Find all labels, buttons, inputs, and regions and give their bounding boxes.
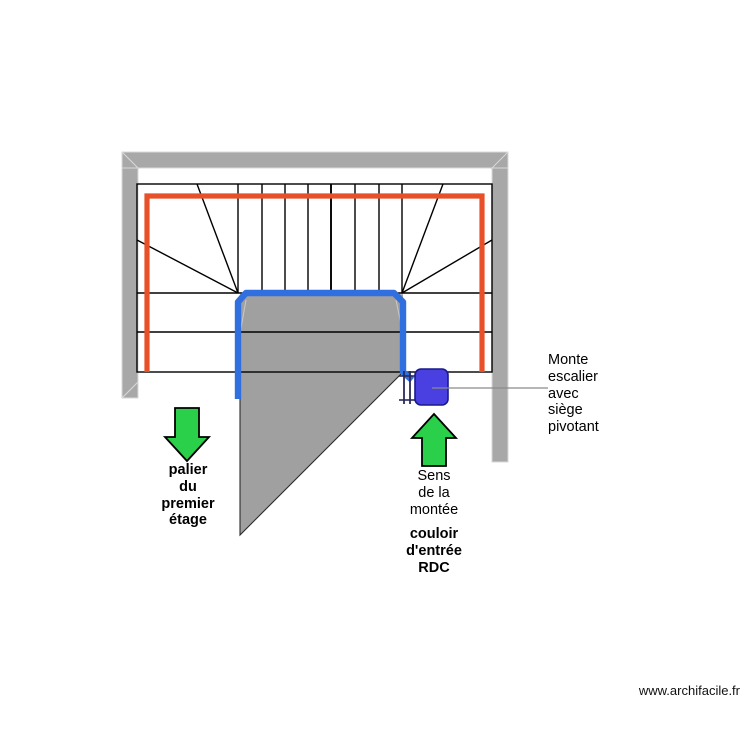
wall-left xyxy=(121,167,139,399)
arrow-up-icon xyxy=(409,412,459,467)
stairlift-seat[interactable] xyxy=(414,368,449,406)
wall-top xyxy=(121,151,509,185)
void-upper-rect xyxy=(240,294,403,372)
wall-right xyxy=(491,167,509,463)
winder-left-riser-a xyxy=(196,183,239,294)
winder-right-riser-a xyxy=(401,183,444,294)
label-monte-escalier-siege-pivotant: Monte escalier avec siège pivotant xyxy=(548,352,599,436)
stair-outline xyxy=(136,183,493,373)
walls-group xyxy=(121,151,509,463)
wall-corner-mitre-right xyxy=(490,151,509,170)
label-palier-premier-etage: palier du premier étage xyxy=(161,462,215,529)
watermark-archifacile: www.archifacile.fr xyxy=(638,683,740,698)
winder-right-riser-b xyxy=(401,239,493,294)
stairwell-void-group xyxy=(239,293,405,537)
stair-geometry-group xyxy=(136,183,493,373)
handrail-orange xyxy=(144,193,485,372)
winder-left-riser-b xyxy=(136,239,239,294)
stairlift-rail-blue xyxy=(234,289,415,399)
label-couloir-entree-rdc: couloir d'entrée RDC xyxy=(406,526,462,576)
label-sens-de-la-montee: Sens de la montée xyxy=(409,468,459,518)
stairlift-unit-group[interactable] xyxy=(399,368,449,406)
wall-corner-mitre-left xyxy=(121,151,140,170)
arrow-down-icon xyxy=(162,407,212,463)
wall-left-end-mitre xyxy=(121,381,139,399)
